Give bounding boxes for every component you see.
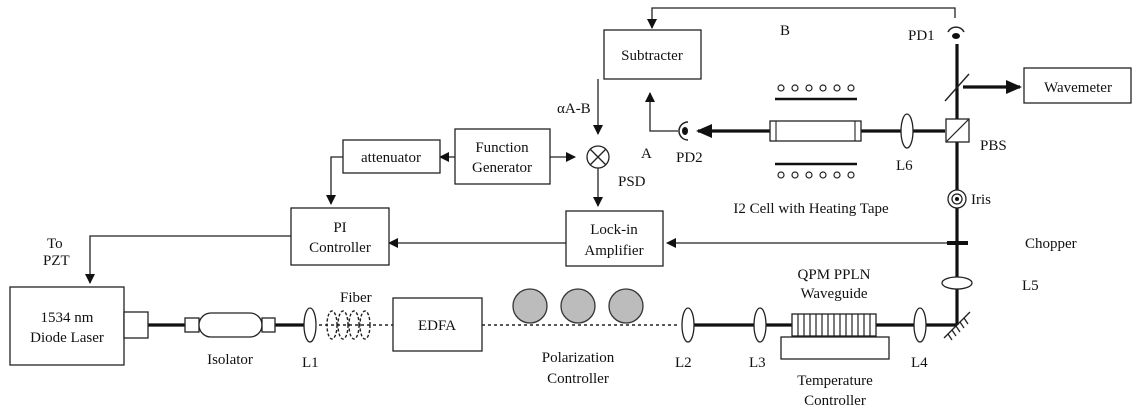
- iris-label: Iris: [971, 192, 991, 208]
- l4-label: L4: [911, 355, 928, 371]
- i2-cell-label: I2 Cell with Heating Tape: [733, 201, 889, 217]
- l1-label: L1: [302, 355, 319, 371]
- subtracter-box: [603, 29, 702, 80]
- pi-controller-label-2: Controller: [309, 240, 371, 256]
- wavemeter-box: [1023, 67, 1132, 104]
- bottom-mirror: [943, 311, 971, 341]
- temperature-label-2: Controller: [804, 393, 866, 409]
- fiber-coil: [326, 310, 371, 340]
- alpha-a-b-label: αA-B: [557, 101, 591, 117]
- polarization-label-2: Controller: [547, 371, 609, 387]
- psd-label: PSD: [618, 174, 646, 190]
- polarization-label-1: Polarization: [542, 350, 615, 366]
- diode-laser-output-port: [123, 311, 149, 339]
- heating-tape-bottom: [777, 171, 855, 179]
- laser-label-2: Diode Laser: [30, 330, 104, 346]
- wavemeter-label: Wavemeter: [1044, 80, 1112, 96]
- temperature-controller-plate: [780, 336, 890, 360]
- isolator-label: Isolator: [207, 352, 253, 368]
- pi-controller-label-1: PI: [333, 220, 346, 236]
- laser-label-1: 1534 nm: [41, 310, 94, 326]
- subtracter-label: Subtracter: [621, 48, 683, 64]
- signal-line-attenuator-pi: [326, 156, 343, 205]
- isolator-icon: [184, 312, 276, 338]
- lens-l5: [941, 276, 973, 290]
- photodetector-pd1: [947, 26, 965, 39]
- attenuator-label: attenuator: [361, 150, 421, 166]
- fiber-label: Fiber: [340, 290, 372, 306]
- temperature-label-1: Temperature: [797, 373, 873, 389]
- function-generator-label-2: Generator: [472, 160, 532, 176]
- signal-line-a: [645, 92, 678, 132]
- beam-splitter-mirror: [944, 73, 970, 102]
- heating-tape-top: [777, 84, 855, 92]
- lens-l2: [681, 307, 695, 343]
- lockin-label-2: Amplifier: [584, 243, 643, 259]
- polarization-paddle-3: [608, 288, 644, 324]
- function-generator-box: [454, 128, 551, 185]
- pd2-label: PD2: [676, 150, 703, 166]
- pi-controller-box: [290, 207, 390, 266]
- qpm-label-1: QPM PPLN: [798, 267, 871, 283]
- pbs-cube: [945, 118, 970, 143]
- edfa-box: [392, 297, 483, 352]
- diode-laser-box: [9, 286, 125, 366]
- l5-label: L5: [1022, 278, 1039, 294]
- photodetector-pd2: [678, 121, 689, 141]
- pd1-label: PD1: [908, 28, 935, 44]
- lens-l6: [900, 113, 914, 149]
- signal-line-b: [647, 7, 956, 29]
- polarization-paddle-2: [560, 288, 596, 324]
- edfa-label: EDFA: [418, 318, 456, 334]
- signal-line-pi-pzt: [85, 235, 291, 284]
- a-label: A: [641, 146, 652, 162]
- l3-label: L3: [749, 355, 766, 371]
- b-label: B: [780, 23, 790, 39]
- function-generator-label-1: Function: [475, 140, 529, 156]
- lens-l3: [753, 307, 767, 343]
- iris-icon: [947, 189, 967, 209]
- lockin-label-1: Lock-in: [590, 222, 638, 238]
- l2-label: L2: [675, 355, 692, 371]
- chopper-label: Chopper: [1025, 236, 1077, 252]
- i2-cell: [769, 97, 862, 166]
- to-pzt-label-1: To: [47, 236, 63, 252]
- lens-l4: [913, 307, 927, 343]
- polarization-paddle-1: [512, 288, 548, 324]
- ppln-waveguide: [791, 313, 877, 337]
- attenuator-box: [342, 139, 441, 174]
- l6-label: L6: [896, 158, 913, 174]
- psd-mixer-icon: [586, 145, 610, 169]
- lockin-amplifier-box: [565, 210, 664, 267]
- qpm-label-2: Waveguide: [800, 286, 867, 302]
- lens-l1: [303, 307, 317, 343]
- pbs-label: PBS: [980, 138, 1007, 154]
- to-pzt-label-2: PZT: [43, 253, 70, 269]
